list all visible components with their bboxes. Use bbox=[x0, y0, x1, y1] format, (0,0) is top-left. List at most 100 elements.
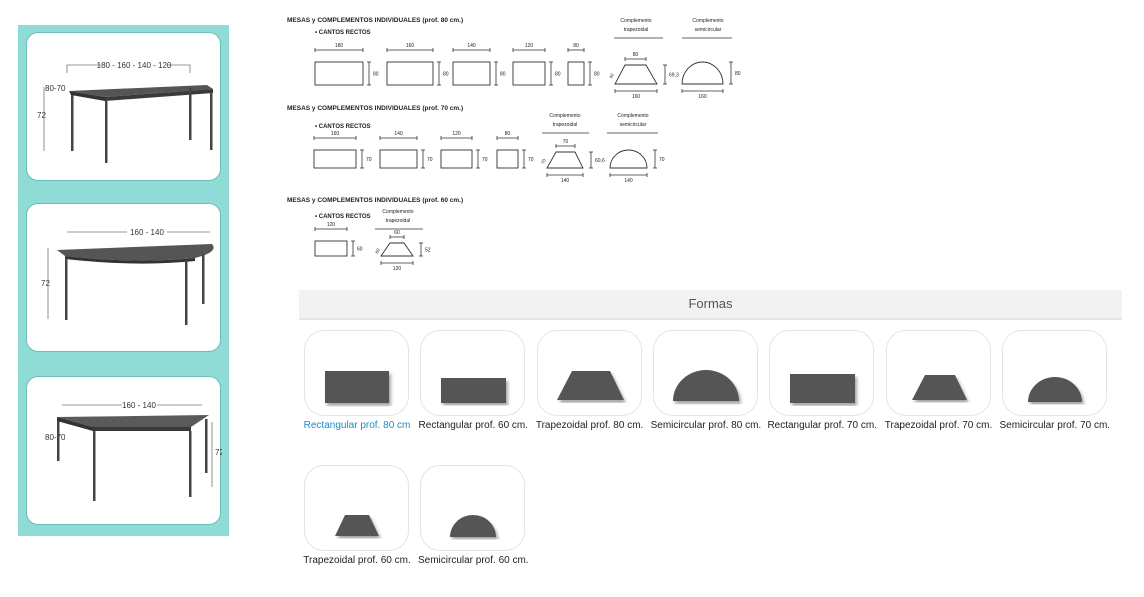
dimension-label: 80 bbox=[443, 72, 449, 78]
shape-label[interactable]: Semicircular prof. 60 cm. bbox=[418, 555, 529, 566]
dimension-label: 160 bbox=[632, 94, 641, 100]
dimension-label: 140 bbox=[467, 43, 476, 49]
dimension-label: 80 bbox=[505, 131, 511, 137]
width-dimension: 180 - 160 - 140 - 120 bbox=[97, 61, 172, 70]
dimension-label: 160 bbox=[331, 131, 340, 137]
depth-dimension: 80-70 bbox=[45, 84, 66, 93]
shape-card-trap80[interactable] bbox=[536, 330, 642, 416]
shape-card-rect60[interactable] bbox=[420, 330, 526, 416]
shape-card-trap70[interactable] bbox=[885, 330, 991, 416]
section-title: MESAS y COMPLEMENTOS INDIVIDUALES (prof.… bbox=[287, 197, 463, 204]
dimension-label: 80 bbox=[500, 72, 506, 78]
dimension-label: 60 bbox=[357, 247, 363, 253]
shape-label[interactable]: Rectangular prof. 70 cm. bbox=[767, 420, 877, 431]
dimension-label: 160 bbox=[406, 43, 415, 49]
dimension-label: 60,6 bbox=[595, 158, 605, 164]
dimension-label: 52 bbox=[425, 248, 431, 254]
shape-label[interactable]: Rectangular prof. 60 cm. bbox=[418, 420, 529, 431]
complement-header: trapezoidal bbox=[553, 122, 577, 128]
shape-label[interactable]: Semicircular prof. 70 cm. bbox=[999, 420, 1111, 431]
shape-card-semi60[interactable] bbox=[420, 465, 526, 551]
table-outline bbox=[452, 61, 491, 86]
semicircle-outline bbox=[681, 61, 724, 85]
shape-card-semi70[interactable] bbox=[1001, 330, 1107, 416]
dimension-label: 80 bbox=[555, 72, 561, 78]
dimension-label: 40 bbox=[608, 72, 615, 79]
complement-header: Complemento bbox=[620, 18, 651, 24]
dimension-label: 69,3 bbox=[669, 73, 679, 79]
table-illustrations-panel: 180 - 160 - 140 - 120 80-70 72 160 - 140… bbox=[18, 25, 229, 536]
dimension-label: 70 bbox=[540, 158, 547, 165]
section-subtitle: • CANTOS RECTOS bbox=[315, 124, 371, 130]
width-dimension: 160 - 140 bbox=[130, 228, 164, 237]
dimension-label: 70 bbox=[528, 157, 534, 163]
depth-dimension: 80-70 bbox=[45, 433, 66, 442]
rect70-shape-icon bbox=[790, 374, 856, 403]
table-outline bbox=[313, 149, 357, 169]
shape-label[interactable]: Rectangular prof. 80 cm bbox=[303, 420, 411, 431]
trapezoidal-table-illustration: 160 - 140 80-70 72 bbox=[26, 376, 222, 525]
section-title: MESAS y COMPLEMENTOS INDIVIDUALES (prof.… bbox=[287, 17, 463, 24]
dimension-label: 140 bbox=[394, 131, 403, 137]
table-outline bbox=[314, 240, 348, 257]
height-dimension: 72 bbox=[215, 448, 222, 457]
complement-header: Complemento bbox=[692, 18, 723, 24]
height-dimension: 72 bbox=[41, 279, 50, 288]
trapezoid-outline bbox=[380, 242, 414, 257]
dimension-label: 80 bbox=[735, 71, 741, 77]
complement-header: semicircular bbox=[620, 122, 647, 128]
dimension-label: 120 bbox=[393, 266, 402, 272]
dimension-drawings: MESAS y COMPLEMENTOS INDIVIDUALES (prof.… bbox=[287, 17, 741, 272]
trapezoid-outline bbox=[614, 64, 658, 85]
dimension-label: 160 bbox=[698, 94, 707, 100]
complement-header: Complemento bbox=[617, 113, 648, 119]
dimension-label: 120 bbox=[525, 43, 534, 49]
shape-label[interactable]: Trapezoidal prof. 60 cm. bbox=[303, 555, 411, 566]
section-subtitle: • CANTOS RECTOS bbox=[315, 214, 371, 220]
complement-header: semicircular bbox=[695, 27, 722, 33]
table-outline bbox=[512, 61, 546, 86]
height-dimension: 72 bbox=[37, 111, 46, 120]
complement-header: trapezoidal bbox=[624, 27, 648, 33]
table-outline bbox=[440, 149, 473, 169]
shape-card-rect80[interactable] bbox=[304, 330, 409, 416]
width-dimension: 160 - 140 bbox=[122, 401, 156, 410]
rect60-shape-icon bbox=[441, 378, 507, 403]
rect80-shape-icon bbox=[325, 371, 389, 403]
semi60-shape-icon bbox=[450, 515, 497, 537]
shape-card-trap60[interactable] bbox=[304, 465, 409, 551]
shape-card-rect70[interactable] bbox=[769, 330, 875, 416]
trapezoid-outline bbox=[546, 151, 584, 169]
dimension-label: 70 bbox=[366, 157, 372, 163]
dimension-label: 80 bbox=[373, 72, 379, 78]
trap60-shape-icon bbox=[335, 515, 379, 536]
rectangular-table-illustration: 180 - 160 - 140 - 120 80-70 72 bbox=[26, 32, 221, 181]
dimension-label: 60 bbox=[374, 247, 381, 254]
complement-header: Complemento bbox=[549, 113, 580, 119]
shape-card-semi80[interactable] bbox=[652, 330, 758, 416]
dimension-label: 70 bbox=[659, 157, 665, 163]
table-outline bbox=[314, 61, 364, 86]
dimension-label: 180 bbox=[335, 43, 344, 49]
shape-label[interactable]: Trapezoidal prof. 80 cm. bbox=[535, 420, 644, 431]
shape-label[interactable]: Semicircular prof. 80 cm. bbox=[650, 420, 762, 431]
formas-header: Formas bbox=[299, 290, 1122, 320]
complement-header: Complemento bbox=[382, 209, 413, 215]
dimension-label: 70 bbox=[427, 157, 433, 163]
table-outline bbox=[567, 61, 585, 86]
dimension-label: 70 bbox=[563, 139, 569, 145]
shape-label[interactable]: Trapezoidal prof. 70 cm. bbox=[884, 420, 993, 431]
table-outline bbox=[379, 149, 418, 169]
dimension-label: 120 bbox=[452, 131, 461, 137]
dimension-label: 140 bbox=[561, 178, 570, 184]
section-title: MESAS y COMPLEMENTOS INDIVIDUALES (prof.… bbox=[287, 105, 463, 112]
table-outline bbox=[386, 61, 434, 86]
dimension-label: 60 bbox=[394, 230, 400, 236]
trap80-shape-icon bbox=[556, 371, 624, 400]
dimension-label: 120 bbox=[327, 222, 336, 228]
section-subtitle: • CANTOS RECTOS bbox=[315, 30, 371, 36]
dimension-label: 80 bbox=[594, 72, 600, 78]
dimension-label: 140 bbox=[624, 178, 633, 184]
semi80-shape-icon bbox=[672, 370, 739, 401]
semi70-shape-icon bbox=[1027, 377, 1082, 402]
